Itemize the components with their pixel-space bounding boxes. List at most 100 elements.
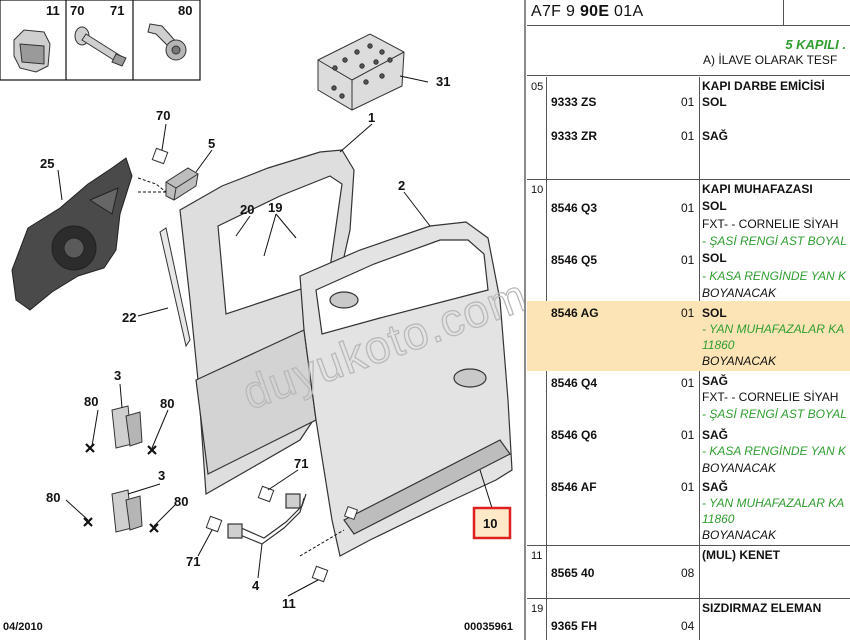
- panel-divider: [524, 0, 526, 640]
- reference-bar: A7F 9 90E 01A: [527, 0, 850, 26]
- group-number: 19: [531, 603, 544, 615]
- part-qty: 01: [681, 95, 695, 109]
- part-side: SOL: [702, 306, 727, 320]
- part-number: 8546 Q6: [551, 428, 598, 442]
- part-qty: 08: [681, 566, 695, 580]
- callout-31: 31: [436, 74, 450, 89]
- part-row[interactable]: 8565 40 08: [527, 564, 850, 594]
- part-note: - ŞASİ RENGİ AST BOYAL: [702, 234, 847, 248]
- callout-80-a: 80: [84, 394, 98, 409]
- clip-bag-icon: [317, 33, 405, 111]
- door-damper-icon: [165, 167, 199, 201]
- bolt-part-icon: [147, 23, 187, 61]
- part-side: SAĞ: [702, 480, 729, 494]
- part-qty: 01: [681, 480, 695, 494]
- rivet-markers: [151, 147, 359, 583]
- callout-80-d: 80: [174, 494, 188, 509]
- door-check-strap-icon: [227, 493, 307, 545]
- callout-10-highlight-box[interactable]: [472, 506, 512, 540]
- clip-part-icon: [13, 29, 51, 73]
- part-side: SAĞ: [702, 428, 729, 442]
- reference-bold: 90E: [579, 3, 610, 20]
- callout-70: 70: [156, 108, 170, 123]
- group-col-rule: [546, 546, 547, 598]
- diagram-canvas: 11 70 71 80: [0, 0, 525, 633]
- part-row[interactable]: 9365 FH 04: [527, 617, 850, 640]
- part-number: 9333 ZR: [551, 129, 598, 143]
- qty-col-rule: [699, 599, 700, 640]
- callout-2: 2: [398, 178, 405, 193]
- group-title: KAPI DARBE EMİCİSİ: [702, 79, 825, 93]
- part-row[interactable]: 8546 Q6 01 SAĞ - KASA RENGİNDE YAN K BOY…: [527, 426, 850, 478]
- part-side: SAĞ: [702, 374, 729, 388]
- door-protector-molding-icon: [343, 439, 511, 535]
- part-note: - YAN MUHAFAZALAR KA: [702, 496, 845, 510]
- group-number: 10: [531, 184, 544, 196]
- part-row[interactable]: 8546 Q5 01 SOL - KASA RENGİNDE YAN K BOY…: [527, 249, 850, 301]
- callout-10: 10: [483, 516, 497, 531]
- group-title: SIZDIRMAZ ELEMAN: [702, 601, 822, 615]
- inset-label-80: 80: [178, 3, 192, 18]
- part-note: BOYANACAK: [702, 286, 777, 300]
- exploded-diagram: 11 70 71 80: [0, 0, 525, 633]
- inset-label-70: 70: [70, 3, 84, 18]
- part-number: 9365 FH: [551, 619, 598, 633]
- part-qty: 01: [681, 306, 695, 320]
- door-inner-panel-icon: [11, 157, 133, 311]
- door-hinge-upper-icon: [111, 405, 143, 449]
- group-col-rule: [546, 599, 547, 640]
- reference-code: A7F 9 90E 01A: [531, 3, 643, 21]
- part-number: 8546 Q3: [551, 201, 598, 215]
- part-row[interactable]: 9333 ZS 01 SOL: [527, 93, 850, 127]
- parts-list-panel: A7F 9 90E 01A 5 KAPILI . A) İLAVE OLARAK…: [527, 0, 850, 640]
- group-number: 11: [531, 550, 543, 562]
- part-side: SAĞ: [702, 129, 729, 143]
- part-number: 8546 AF: [551, 480, 597, 494]
- date-code: 04/2010: [3, 621, 43, 633]
- sheet-number: 00035961: [464, 621, 513, 633]
- part-qty: 01: [681, 428, 695, 442]
- part-side: SOL: [702, 251, 727, 265]
- door-hinge-lower-icon: [111, 489, 143, 533]
- callout-5: 5: [208, 136, 215, 151]
- part-row[interactable]: 9333 ZR 01 SAĞ: [527, 127, 850, 161]
- part-side: SOL: [702, 199, 727, 213]
- part-note: - YAN MUHAFAZALAR KA: [702, 322, 845, 336]
- part-number: 9333 ZS: [551, 95, 597, 109]
- part-side: SOL: [702, 95, 727, 109]
- part-note: - ŞASİ RENGİ AST BOYAL: [702, 407, 847, 421]
- callout-80-c: 80: [46, 490, 60, 505]
- section-header: 5 KAPILI . A) İLAVE OLARAK TESF: [527, 26, 850, 76]
- part-qty: 01: [681, 201, 695, 215]
- part-note: FXT- - CORNELIE SİYAH: [702, 217, 839, 231]
- part-qty: 01: [681, 376, 695, 390]
- group-col-rule: [546, 77, 547, 179]
- window-seal-strip-icon: [159, 227, 191, 348]
- part-row[interactable]: 8546 Q3 01 SOL FXT- - CORNELIE SİYAH - Ş…: [527, 197, 850, 249]
- part-qty: 01: [681, 253, 695, 267]
- rivet-part-icon: [74, 26, 127, 67]
- reference-prefix: A7F 9: [531, 3, 580, 20]
- part-row[interactable]: 8546 Q4 01 SAĞ FXT- - CORNELIE SİYAH - Ş…: [527, 372, 850, 426]
- group-title: (MUL) KENET: [702, 548, 780, 562]
- part-row-highlighted[interactable]: 8546 AG 01 SOL - YAN MUHAFAZALAR KA 1186…: [527, 301, 850, 371]
- callout-25: 25: [40, 156, 54, 171]
- callout-80-b: 80: [160, 396, 174, 411]
- group-11: 11 (MUL) KENET 8565 40 08: [527, 546, 850, 599]
- screw-markers: [83, 443, 159, 533]
- section-title: 5 KAPILI .: [785, 37, 846, 52]
- part-row[interactable]: 8546 AF 01 SAĞ - YAN MUHAFAZALAR KA 1186…: [527, 478, 850, 546]
- qty-col-rule: [699, 546, 700, 598]
- qty-col-rule: [699, 77, 700, 179]
- part-note: - KASA RENGİNDE YAN K: [702, 269, 847, 283]
- part-note: 11860: [702, 512, 735, 526]
- part-note: FXT- - CORNELIE SİYAH: [702, 390, 839, 404]
- part-number: 8546 Q4: [551, 376, 598, 390]
- callout-20: 20: [240, 202, 254, 217]
- part-note: BOYANACAK: [702, 354, 777, 368]
- part-qty: 04: [681, 619, 695, 633]
- callout-3-upper: 3: [114, 368, 121, 383]
- part-number: 8546 Q5: [551, 253, 598, 267]
- reference-suffix: 01A: [609, 3, 644, 20]
- section-subtitle: A) İLAVE OLARAK TESF: [703, 53, 838, 67]
